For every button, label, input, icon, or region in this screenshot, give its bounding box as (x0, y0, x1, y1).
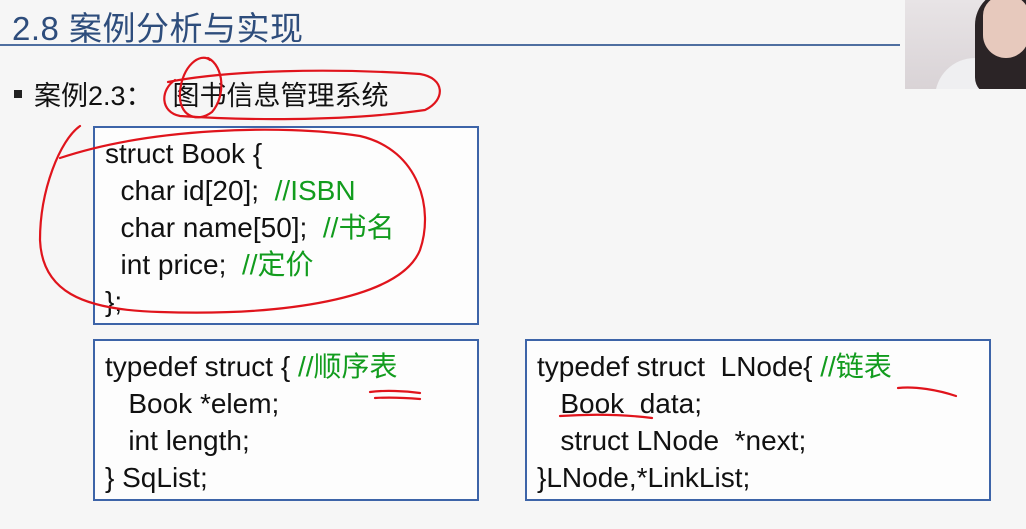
code-box-linklist: typedef struct LNode{ //链表 Book data; st… (525, 339, 991, 501)
code-line: struct Book { (105, 138, 263, 169)
code-line: typedef struct LNode{ //链表 (537, 351, 892, 382)
code-line: } SqList; (105, 462, 208, 493)
slide-title: 2.8 案例分析与实现 (12, 10, 304, 47)
code-line: int price; //定价 (105, 249, 314, 280)
code-box-sqlist: typedef struct { //顺序表 Book *elem; int l… (93, 339, 479, 501)
code-line: int length; (105, 425, 250, 456)
case-title: 图书信息管理系统 (172, 81, 389, 111)
case-label: 案例2.3： (34, 81, 153, 111)
code-line: }LNode,*LinkList; (537, 462, 751, 493)
case-heading: 案例2.3： 图书信息管理系统 (14, 74, 389, 113)
code-line: Book *elem; (105, 388, 280, 419)
bullet-icon (14, 89, 22, 98)
title-divider (0, 44, 900, 46)
presenter-face (983, 0, 1026, 58)
code-box-book: struct Book { char id[20]; //ISBN char n… (93, 126, 479, 325)
code-line: struct LNode *next; (537, 425, 807, 456)
code-line: }; (105, 286, 123, 317)
code-line: Book data; (537, 388, 702, 419)
code-line: typedef struct { //顺序表 (105, 351, 398, 382)
presenter-video (905, 0, 1026, 89)
code-line: char name[50]; //书名 (105, 212, 395, 243)
code-line: char id[20]; //ISBN (105, 175, 356, 206)
